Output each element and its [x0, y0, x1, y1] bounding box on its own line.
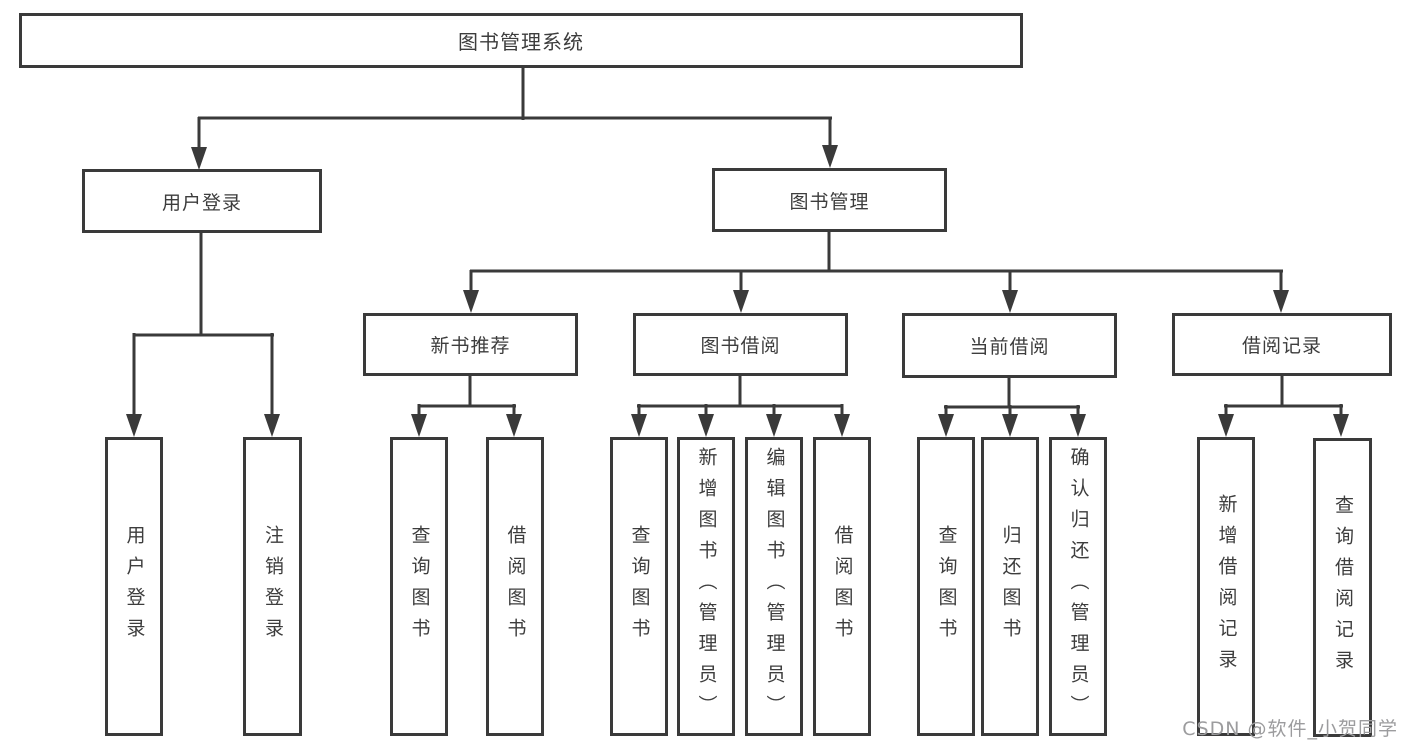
leaf-add-book-admin: 新增图书（管理员）: [677, 437, 735, 736]
leaf-add-borrow-record: 新增借阅记录: [1197, 437, 1255, 736]
leaf-query-books-2: 查询图书: [610, 437, 668, 736]
leaf-query-borrow-record: 查询借阅记录: [1313, 438, 1372, 737]
leaf-borrow-books-1: 借阅图书: [486, 437, 544, 736]
node-book-management: 图书管理: [712, 168, 947, 232]
leaf-confirm-return-admin: 确认归还（管理员）: [1049, 437, 1107, 736]
leaf-return-book: 归还图书: [981, 437, 1039, 736]
leaf-query-books-1: 查询图书: [390, 437, 448, 736]
node-current-borrow: 当前借阅: [902, 313, 1117, 378]
leaf-user-login: 用户登录: [105, 437, 163, 736]
node-book-borrow: 图书借阅: [633, 313, 848, 376]
node-root: 图书管理系统: [19, 13, 1023, 68]
node-borrow-records: 借阅记录: [1172, 313, 1392, 376]
node-new-book-recommend: 新书推荐: [363, 313, 578, 376]
leaf-borrow-books-2: 借阅图书: [813, 437, 871, 736]
leaf-logout: 注销登录: [243, 437, 302, 736]
node-user-login: 用户登录: [82, 169, 322, 233]
csdn-watermark: CSDN @软件_小贺同学: [1182, 718, 1398, 740]
leaf-query-books-3: 查询图书: [917, 437, 975, 736]
leaf-edit-book-admin: 编辑图书（管理员）: [745, 437, 803, 736]
